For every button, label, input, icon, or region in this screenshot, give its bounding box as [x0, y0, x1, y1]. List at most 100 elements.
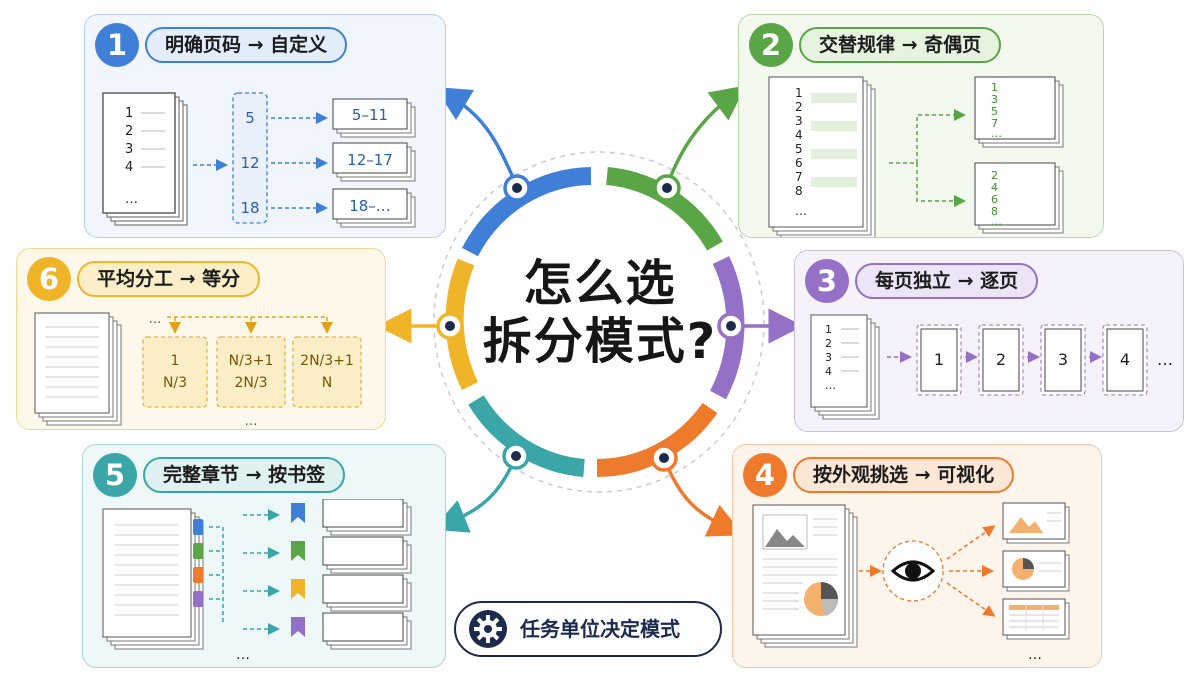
start-page-column [232, 92, 268, 224]
svg-text:1: 1 [991, 81, 998, 94]
even-pages-stack: 2 4 6 8 … [974, 162, 1064, 234]
node-teal [502, 442, 530, 470]
svg-text:12–17: 12–17 [347, 151, 393, 169]
source-document [34, 312, 122, 426]
start-page-2: 12 [240, 154, 259, 172]
svg-text:3: 3 [825, 351, 832, 364]
bookmark-icon-green [291, 541, 305, 561]
svg-text:N: N [322, 375, 332, 391]
picked-table-page [1002, 598, 1070, 640]
odd-pages-stack: 1 3 5 7 … [974, 76, 1064, 148]
source-document: 1 2 3 4 … [102, 92, 188, 226]
doc-line-2: 2 [125, 124, 133, 139]
image-placeholder-icon [765, 529, 805, 547]
svg-text:5: 5 [991, 105, 998, 118]
svg-text:1: 1 [934, 350, 944, 369]
chunk-2: N/3+1 2N/3 [216, 336, 286, 408]
svg-text:8: 8 [991, 205, 998, 218]
svg-text:…: … [991, 127, 1002, 140]
node-orange [650, 444, 678, 472]
picked-chart-page [1002, 550, 1070, 592]
panel-5-title: 完整章节 → 按书签 [143, 457, 346, 493]
outer-dashed-ring [433, 151, 765, 493]
svg-text:1: 1 [795, 86, 803, 100]
svg-text:5: 5 [795, 142, 803, 156]
node-yellow [436, 312, 464, 340]
single-page-4: 4 [1102, 324, 1148, 396]
svg-text:2: 2 [795, 100, 803, 114]
output-range-2: 12–17 [332, 142, 416, 182]
svg-text:3: 3 [795, 114, 803, 128]
step-number-2: 2 [749, 23, 793, 67]
panel-3-illustration: 1 2 3 4 … 1 2 3 4 … [810, 314, 1173, 420]
doc-line-1: 1 [125, 106, 133, 121]
chapter-output-2 [322, 536, 412, 574]
svg-text:3: 3 [1058, 350, 1068, 369]
doc-line-4: 4 [125, 160, 133, 175]
svg-text:…: … [991, 215, 1002, 228]
footer-pill: 任务单位决定模式 [454, 601, 722, 657]
step-number-5: 5 [93, 453, 137, 497]
output-range-1: 5–11 [332, 98, 416, 138]
chapter-output-4 [322, 612, 412, 650]
center-title-line2: 拆分模式? [482, 313, 718, 370]
svg-text:N/3: N/3 [163, 375, 187, 391]
panel-4-illustration: … [752, 502, 1070, 663]
panel-1-illustration: 1 2 3 4 … 5 12 18 5–11 12–17 [102, 92, 416, 228]
panel-2-illustration: 1 2 3 4 5 6 7 8 … 1 3 5 7 … [768, 76, 1064, 237]
doc-line-5: … [125, 192, 138, 207]
start-page-1: 5 [245, 109, 255, 127]
svg-text:2: 2 [996, 350, 1006, 369]
node-blue [503, 174, 531, 202]
svg-text:2N/3: 2N/3 [234, 375, 267, 391]
panel-equal-split: 6 平均分工 → 等分 … 1 N/3 N/3+1 2N/3 2N/3+1 N … [16, 248, 386, 430]
source-document-striped: 1 2 3 4 5 6 7 8 … [768, 76, 876, 237]
step-number-6: 6 [27, 257, 71, 301]
single-page-2: 2 [978, 324, 1024, 396]
panel-2-title: 交替规律 → 奇偶页 [799, 27, 1002, 63]
start-page-3: 18 [240, 199, 259, 217]
node-purple [717, 312, 745, 340]
panel-custom-range: 1 明确页码 → 自定义 1 2 3 4 … 5 12 18 [84, 14, 446, 238]
bookmark-icon-blue [291, 503, 305, 523]
svg-text:4: 4 [825, 365, 832, 378]
step-number-4: 4 [743, 453, 787, 497]
panel-4-title: 按外观挑选 → 可视化 [793, 457, 1015, 493]
chapter-output-3 [322, 574, 412, 612]
picked-image-page [1002, 502, 1070, 544]
svg-text:18–…: 18–… [349, 197, 391, 215]
bookmark-icon-purple [291, 617, 305, 637]
panel-1-title: 明确页码 → 自定义 [145, 27, 348, 63]
svg-text:4: 4 [795, 128, 803, 142]
center-title: 怎么选 拆分模式? [470, 255, 730, 371]
svg-text:8: 8 [795, 184, 803, 198]
bottom-more: … [245, 414, 258, 429]
gear-icon [469, 610, 507, 648]
svg-text:…: … [825, 379, 836, 392]
ring-segment-teal [468, 395, 585, 477]
svg-text:N/3+1: N/3+1 [229, 353, 274, 369]
panel-6-illustration: … 1 N/3 N/3+1 2N/3 2N/3+1 N … [34, 312, 362, 429]
single-page-1: 1 [916, 324, 962, 396]
svg-text:4: 4 [991, 181, 998, 194]
svg-text:6: 6 [795, 156, 803, 170]
more-results: … [1028, 647, 1042, 663]
step-number-1: 1 [95, 23, 139, 67]
single-page-3: 3 [1040, 324, 1086, 396]
bookmark-icon-yellow [291, 579, 305, 599]
doc-line-3: 3 [125, 142, 133, 157]
more-chapters: … [236, 647, 250, 663]
svg-text:5–11: 5–11 [352, 106, 388, 124]
chapter-output-1 [322, 499, 412, 536]
svg-text:7: 7 [795, 170, 803, 184]
node-green [653, 174, 681, 202]
top-more: … [149, 312, 162, 327]
svg-text:…: … [795, 204, 807, 218]
svg-text:1: 1 [171, 353, 180, 369]
svg-text:6: 6 [991, 193, 998, 206]
panel-visual-select: 4 按外观挑选 → 可视化 [732, 444, 1102, 668]
panel-per-page: 3 每页独立 → 逐页 1 2 3 4 … 1 2 3 4 … [794, 250, 1184, 432]
svg-text:1: 1 [825, 323, 832, 336]
